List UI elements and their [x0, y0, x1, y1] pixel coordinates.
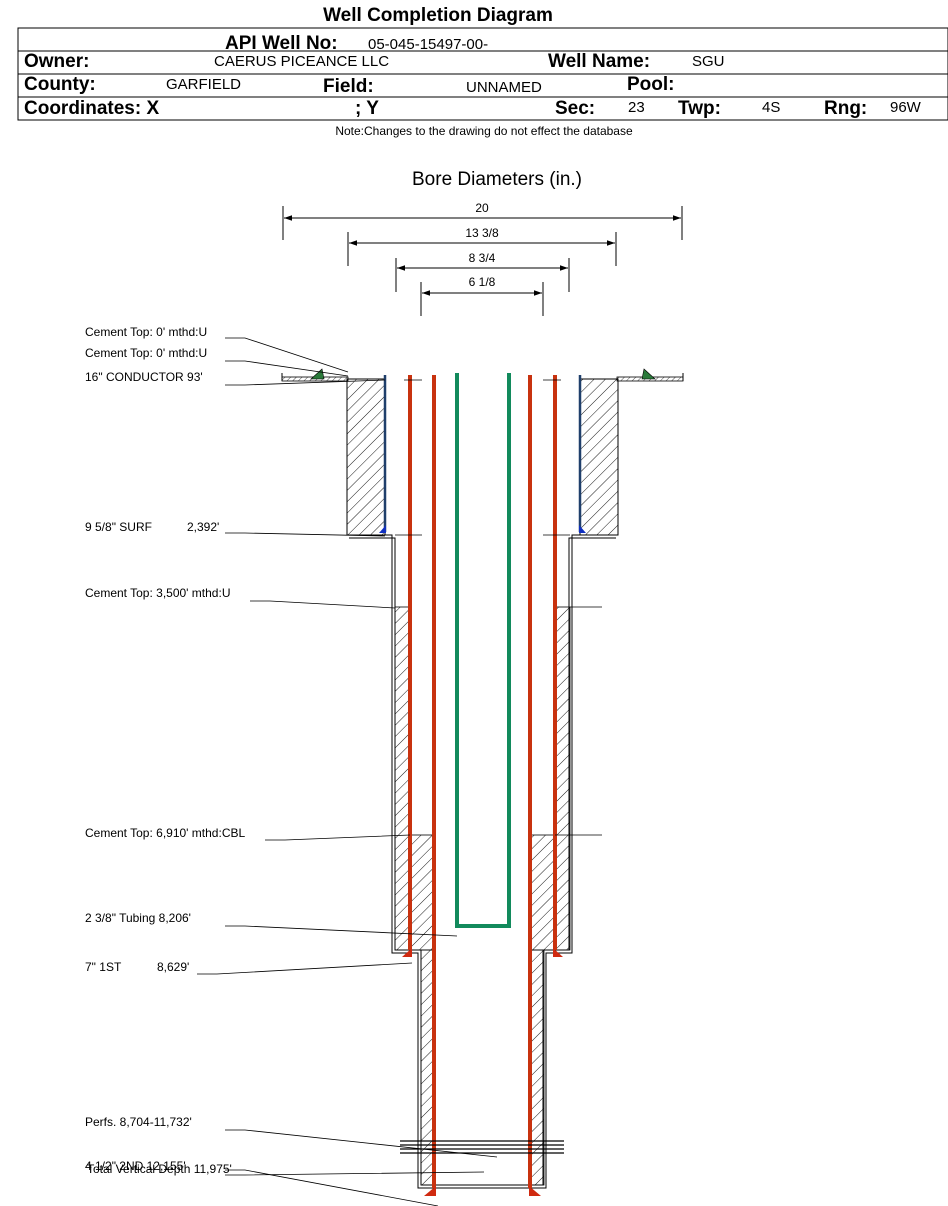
cement-top-label: Cement Top: 3,500' mthd:U [85, 586, 230, 600]
perforations [400, 1140, 564, 1154]
sec-label: Sec: [555, 98, 595, 119]
sec-value: 23 [628, 99, 645, 116]
field-value: UNNAMED [466, 79, 542, 96]
field-label: Field: [323, 76, 374, 97]
coordinates-y-label: ; Y [355, 98, 379, 119]
depth-ticks [395, 379, 602, 836]
owner-label: Owner: [24, 51, 89, 72]
cement-top-label: Cement Top: 0' mthd:U [85, 346, 207, 360]
coordinates-label: Coordinates: X [24, 98, 159, 119]
api-label: API Well No: [225, 33, 338, 54]
bore-dimension-label: 6 1/8 [469, 275, 496, 289]
bore-dimension-label: 20 [475, 201, 489, 215]
bore-diameters-title: Bore Diameters (in.) [412, 169, 582, 190]
header-table [17, 27, 948, 121]
twp-label: Twp: [678, 98, 721, 119]
callouts: Cement Top: 0' mthd:U Cement Top: 0' mth… [85, 325, 498, 1206]
first-casing-label: 7" 1ST [85, 960, 122, 974]
cement-top-label: Cement Top: 6,910' mthd:CBL [85, 826, 245, 840]
diagram-title: Well Completion Diagram [323, 5, 553, 26]
county-label: County: [24, 74, 96, 95]
surface-casing-label: 9 5/8" SURF [85, 520, 152, 534]
owner-value: CAERUS PICEANCE LLC [214, 53, 389, 70]
second-casing [424, 375, 541, 1196]
tubing-label: 2 3/8" Tubing 8,206' [85, 911, 191, 925]
rng-value: 96W [890, 99, 922, 116]
production-cement [409, 834, 556, 1186]
surface-casing [379, 375, 586, 533]
well-name-value: SGU [692, 53, 725, 70]
bore-dimension-13-3-8: 13 3/8 [347, 226, 617, 266]
conductor-cement [346, 378, 619, 536]
bore-dimension-20: 20 [282, 201, 683, 240]
bore-dimension-6-1-8: 6 1/8 [420, 275, 544, 316]
bore-wall [347, 534, 618, 1189]
second-casing-label: 4 1/2" 2ND 12,155' [85, 1159, 186, 1173]
pool-label: Pool: [627, 74, 675, 95]
bore-dimension-label: 8 3/4 [469, 251, 496, 265]
api-value: 05-045-15497-00- [368, 36, 488, 53]
conductor-label: 16" CONDUCTOR 93' [85, 370, 203, 384]
note-text: Note:Changes to the drawing do not effec… [335, 124, 633, 138]
cement-top-label: Cement Top: 0' mthd:U [85, 325, 207, 339]
surface-casing-depth: 2,392' [187, 520, 219, 534]
first-casing [402, 375, 563, 957]
intermediate-cement [394, 606, 571, 951]
twp-value: 4S [762, 99, 780, 116]
ground-surface [281, 373, 684, 382]
bore-dimension-8-3-4: 8 3/4 [395, 251, 570, 292]
first-casing-depth: 8,629' [157, 960, 189, 974]
rng-label: Rng: [824, 98, 867, 119]
tvd-label: Total Vertical Depth 11,975' [87, 1162, 232, 1176]
well-name-label: Well Name: [548, 51, 650, 72]
tubing-string [455, 373, 511, 928]
surface-markers [310, 368, 656, 380]
county-value: GARFIELD [166, 76, 241, 93]
bore-dimension-label: 13 3/8 [465, 226, 499, 240]
perfs-label: Perfs. 8,704-11,732' [85, 1115, 192, 1129]
